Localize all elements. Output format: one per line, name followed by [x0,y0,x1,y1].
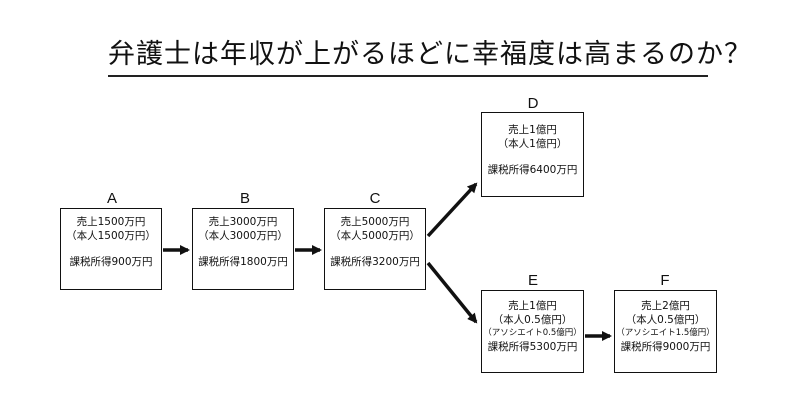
node-d-revenue: 売上1億円 [508,124,557,136]
node-a-taxable-income: 課税所得900万円 [69,256,153,268]
node-label-c: C [369,190,381,207]
node-d-taxable-income: 課税所得6400万円 [487,164,578,176]
arrow-c-to-d [426,182,478,238]
node-e-associate: （アソシエイト0.5億円） [483,328,582,338]
node-a-personal: （本人1500万円） [66,230,156,242]
arrow-c-to-e [426,261,478,324]
node-c-taxable-income: 課税所得3200万円 [330,256,420,268]
node-a-revenue: 売上1500万円 [76,216,146,228]
node-box-c: 売上5000万円 （本人5000万円） 課税所得3200万円 [324,208,426,290]
node-label-e: E [527,272,538,289]
node-label-d: D [527,95,539,112]
node-f-personal: （本人0.5億円） [625,314,706,326]
node-label-b: B [239,190,250,207]
node-box-f: 売上2億円 （本人0.5億円） （アソシエイト1.5億円） 課税所得9000万円 [614,290,717,373]
node-box-a: 売上1500万円 （本人1500万円） 課税所得900万円 [60,208,162,290]
node-c-personal: （本人5000万円） [330,230,420,242]
node-e-personal: （本人0.5億円） [492,314,573,326]
node-box-d: 売上1億円 （本人1億円） 課税所得6400万円 [481,112,584,197]
node-f-associate: （アソシエイト1.5億円） [616,328,715,338]
node-d-personal: （本人1億円） [497,138,568,150]
node-label-f: F [660,272,670,289]
diagram-title: 弁護士は年収が上がるほどに幸福度は高まるのか？ [108,37,751,77]
node-e-revenue: 売上1億円 [508,300,557,312]
node-e-taxable-income: 課税所得5300万円 [487,341,578,353]
node-b-taxable-income: 課税所得1800万円 [198,256,288,268]
node-label-a: A [106,190,117,207]
node-b-personal: （本人3000万円） [198,230,288,242]
node-box-e: 売上1億円 （本人0.5億円） （アソシエイト0.5億円） 課税所得5300万円 [481,290,584,373]
node-f-revenue: 売上2億円 [641,300,690,312]
node-b-revenue: 売上3000万円 [208,216,278,228]
node-box-b: 売上3000万円 （本人3000万円） 課税所得1800万円 [192,208,294,290]
node-c-revenue: 売上5000万円 [340,216,410,228]
node-f-taxable-income: 課税所得9000万円 [620,341,711,353]
